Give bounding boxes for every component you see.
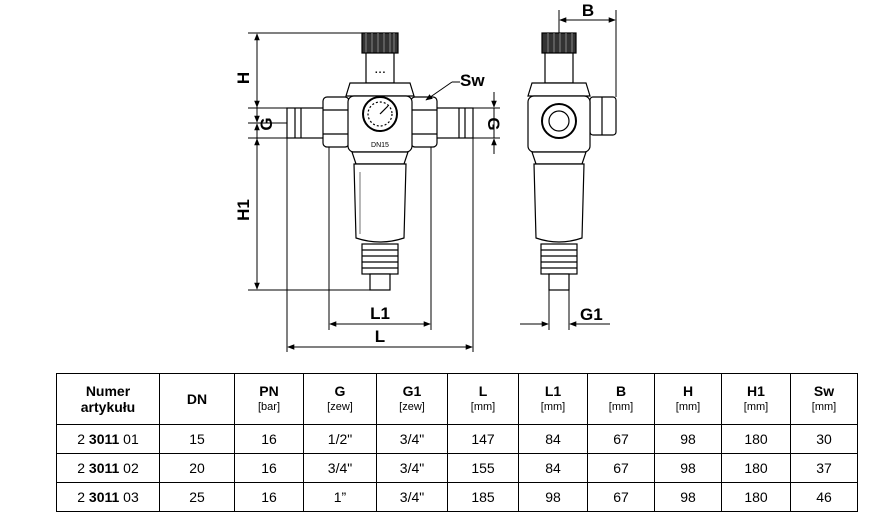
dim-label-h: H xyxy=(234,72,253,84)
article-number: 2 3011 02 xyxy=(56,453,160,483)
col-header-g1: G1[zew] xyxy=(376,373,448,425)
cell-l1: 98 xyxy=(518,482,588,512)
side-view-drawing xyxy=(527,32,617,291)
cell-g: 1” xyxy=(303,482,377,512)
cell-g: 3/4" xyxy=(303,453,377,483)
side-view-dimensions xyxy=(520,10,617,330)
dim-label-g1: G1 xyxy=(580,305,603,324)
article-number: 2 3011 01 xyxy=(56,424,160,454)
col-header-b: B[mm] xyxy=(587,373,655,425)
dim-label-l1: L1 xyxy=(370,304,390,323)
article-number: 2 3011 03 xyxy=(56,482,160,512)
cell-g1: 3/4" xyxy=(376,424,448,454)
cell-pn: 16 xyxy=(234,453,304,483)
col-header-h: H[mm] xyxy=(654,373,722,425)
cell-h: 98 xyxy=(654,453,722,483)
cell-h1: 180 xyxy=(721,453,791,483)
dial-mark: DN15 xyxy=(371,142,389,149)
cell-pn: 16 xyxy=(234,482,304,512)
cell-g1: 3/4" xyxy=(376,482,448,512)
cell-h1: 180 xyxy=(721,482,791,512)
col-header-pn: PN[bar] xyxy=(234,373,304,425)
col-header-h1: H1[mm] xyxy=(721,373,791,425)
technical-drawing: ▪ ▪ ▪ DN15 xyxy=(234,1,617,352)
cell-sw: 46 xyxy=(790,482,858,512)
cell-sw: 30 xyxy=(790,424,858,454)
table-row: 2 3011 03 25 16 1” 3/4" 185 98 67 98 180… xyxy=(56,482,858,512)
cell-l1: 84 xyxy=(518,424,588,454)
svg-text:▪ ▪ ▪: ▪ ▪ ▪ xyxy=(375,70,385,76)
table-row: 2 3011 02 20 16 3/4" 3/4" 155 84 67 98 1… xyxy=(56,453,858,483)
cell-l: 155 xyxy=(447,453,519,483)
cell-l: 147 xyxy=(447,424,519,454)
cell-h: 98 xyxy=(654,424,722,454)
col-header-sw: Sw[mm] xyxy=(790,373,858,425)
cell-dn: 25 xyxy=(159,482,235,512)
table-row: 2 3011 01 15 16 1/2" 3/4" 147 84 67 98 1… xyxy=(56,424,858,454)
cell-pn: 16 xyxy=(234,424,304,454)
front-view-dimensions xyxy=(248,32,500,352)
cell-dn: 15 xyxy=(159,424,235,454)
cell-sw: 37 xyxy=(790,453,858,483)
col-header-l1: L1[mm] xyxy=(518,373,588,425)
dim-label-g-left: G xyxy=(257,117,276,130)
cell-dn: 20 xyxy=(159,453,235,483)
cell-h1: 180 xyxy=(721,424,791,454)
col-header-l: L[mm] xyxy=(447,373,519,425)
dim-label-sw: Sw xyxy=(460,71,485,90)
cell-l1: 84 xyxy=(518,453,588,483)
cell-g1: 3/4" xyxy=(376,453,448,483)
cell-b: 67 xyxy=(587,482,655,512)
col-header-g: G[zew] xyxy=(303,373,377,425)
cell-b: 67 xyxy=(587,453,655,483)
dim-label-g-right: G xyxy=(484,117,503,130)
dim-label-b: B xyxy=(582,1,594,20)
dim-label-h1: H1 xyxy=(234,199,253,221)
dim-label-l: L xyxy=(375,327,385,346)
cell-g: 1/2" xyxy=(303,424,377,454)
cell-b: 67 xyxy=(587,424,655,454)
cell-l: 185 xyxy=(447,482,519,512)
cell-h: 98 xyxy=(654,482,722,512)
col-header-dn: DN xyxy=(159,373,235,425)
front-view-drawing: ▪ ▪ ▪ xyxy=(286,32,474,291)
